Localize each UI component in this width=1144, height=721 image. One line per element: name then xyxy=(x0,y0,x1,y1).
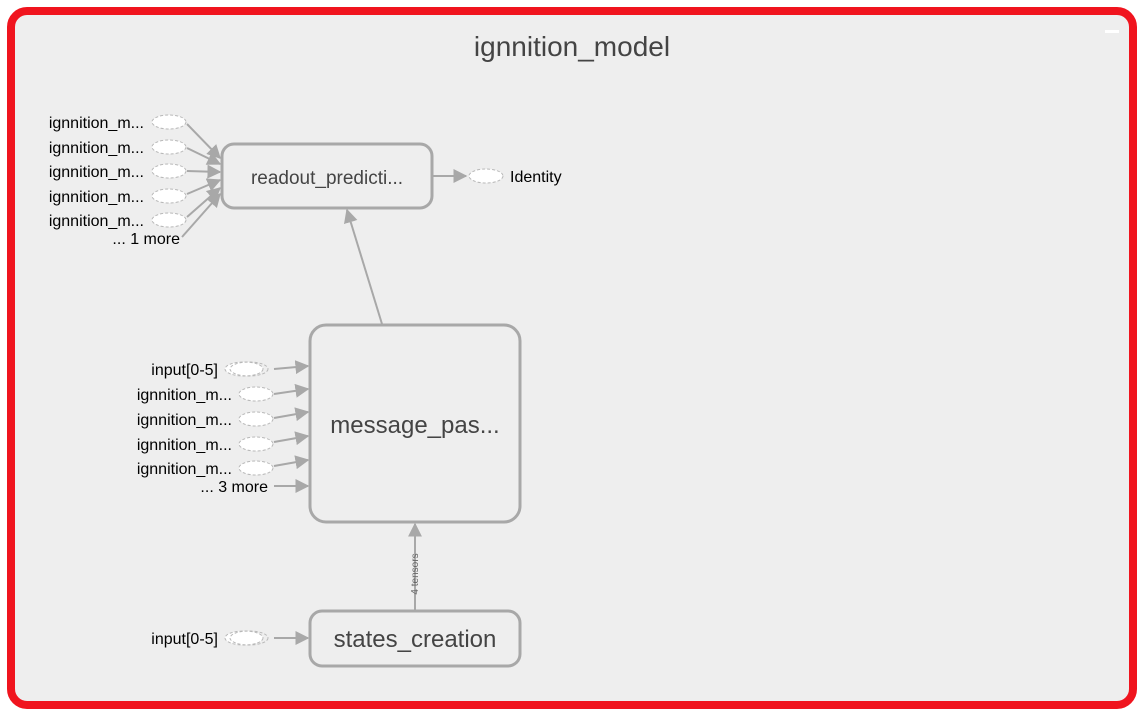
readout-input-label: ignnition_m... xyxy=(49,189,144,206)
readout-more-label[interactable]: ... 1 more xyxy=(112,231,180,248)
readout-input-label: ignnition_m... xyxy=(49,115,144,132)
readout-node-box xyxy=(220,142,434,210)
op-node-icon xyxy=(238,436,274,452)
edge xyxy=(273,431,310,446)
edge-label: 4 tensors xyxy=(410,553,421,594)
readout-input-label: ignnition_m... xyxy=(49,164,144,181)
edge xyxy=(181,192,221,238)
readout-input-group: ignnition_m... ignnition_m... ignnition_… xyxy=(49,114,187,248)
model-frame[interactable] xyxy=(7,7,1137,709)
message-input-node[interactable]: input[0-5] xyxy=(151,361,269,379)
message-input-label: ignnition_m... xyxy=(137,412,232,429)
identity-label: Identity xyxy=(510,169,562,186)
message-passing-node-label: message_pas... xyxy=(330,412,499,439)
model-title: ignnition_model xyxy=(474,31,670,62)
edge xyxy=(273,455,310,470)
op-node-icon xyxy=(151,139,187,155)
collapse-icon[interactable] xyxy=(1105,30,1119,33)
message-input-node[interactable]: ignnition_m... xyxy=(137,460,274,478)
message-input-node[interactable]: ignnition_m... xyxy=(137,386,274,404)
op-node-icon xyxy=(229,361,269,377)
op-node-icon xyxy=(151,188,187,204)
edge xyxy=(186,147,222,165)
edge xyxy=(186,178,222,195)
message-passing-node[interactable]: message_pas... xyxy=(308,323,522,524)
identity-node[interactable]: Identity xyxy=(468,168,562,186)
message-input-label: ignnition_m... xyxy=(137,437,232,454)
edge xyxy=(344,208,383,325)
op-node-icon xyxy=(468,168,504,184)
readout-input-edges xyxy=(181,123,222,238)
message-input-label: input[0-5] xyxy=(151,362,218,379)
readout-input-label: ignnition_m... xyxy=(49,213,144,230)
op-node-icon xyxy=(224,361,264,377)
edge xyxy=(273,407,310,422)
states-input-node[interactable]: input[0-5] xyxy=(151,630,269,648)
readout-node[interactable]: readout_predicti... xyxy=(220,142,434,210)
readout-input-label: ignnition_m... xyxy=(49,140,144,157)
message-input-edges xyxy=(273,360,310,493)
message-input-label: ignnition_m... xyxy=(137,461,232,478)
edge xyxy=(273,383,310,398)
readout-input-node[interactable]: ignnition_m... xyxy=(49,114,187,132)
op-node-icon xyxy=(238,411,274,427)
states-creation-node-label: states_creation xyxy=(334,626,497,653)
message-more-label[interactable]: ... 3 more xyxy=(200,479,268,496)
readout-input-node[interactable]: ignnition_m... xyxy=(49,188,187,206)
op-node-icon xyxy=(151,212,187,228)
edge xyxy=(273,360,310,375)
states-input-label: input[0-5] xyxy=(151,631,218,648)
op-node-icon xyxy=(151,163,187,179)
op-node-icon xyxy=(229,630,269,646)
op-node-icon xyxy=(224,630,264,646)
readout-input-node[interactable]: ignnition_m... xyxy=(49,163,187,181)
readout-input-node[interactable]: ignnition_m... xyxy=(49,212,187,230)
op-node-icon xyxy=(151,114,187,130)
message-input-node[interactable]: ignnition_m... xyxy=(137,411,274,429)
states-creation-node[interactable]: states_creation xyxy=(308,609,522,668)
op-node-icon xyxy=(238,460,274,476)
states-creation-node-box xyxy=(308,609,522,668)
op-node-icon xyxy=(238,386,274,402)
message-input-label: ignnition_m... xyxy=(137,387,232,404)
edge xyxy=(186,164,222,179)
edge xyxy=(186,187,222,218)
message-input-node[interactable]: ignnition_m... xyxy=(137,436,274,454)
readout-input-node[interactable]: ignnition_m... xyxy=(49,139,187,157)
message-passing-node-box xyxy=(308,323,522,524)
readout-node-label: readout_predicti... xyxy=(251,168,403,189)
message-input-group: input[0-5] ignnition_m... ignnition_m...… xyxy=(137,361,274,496)
